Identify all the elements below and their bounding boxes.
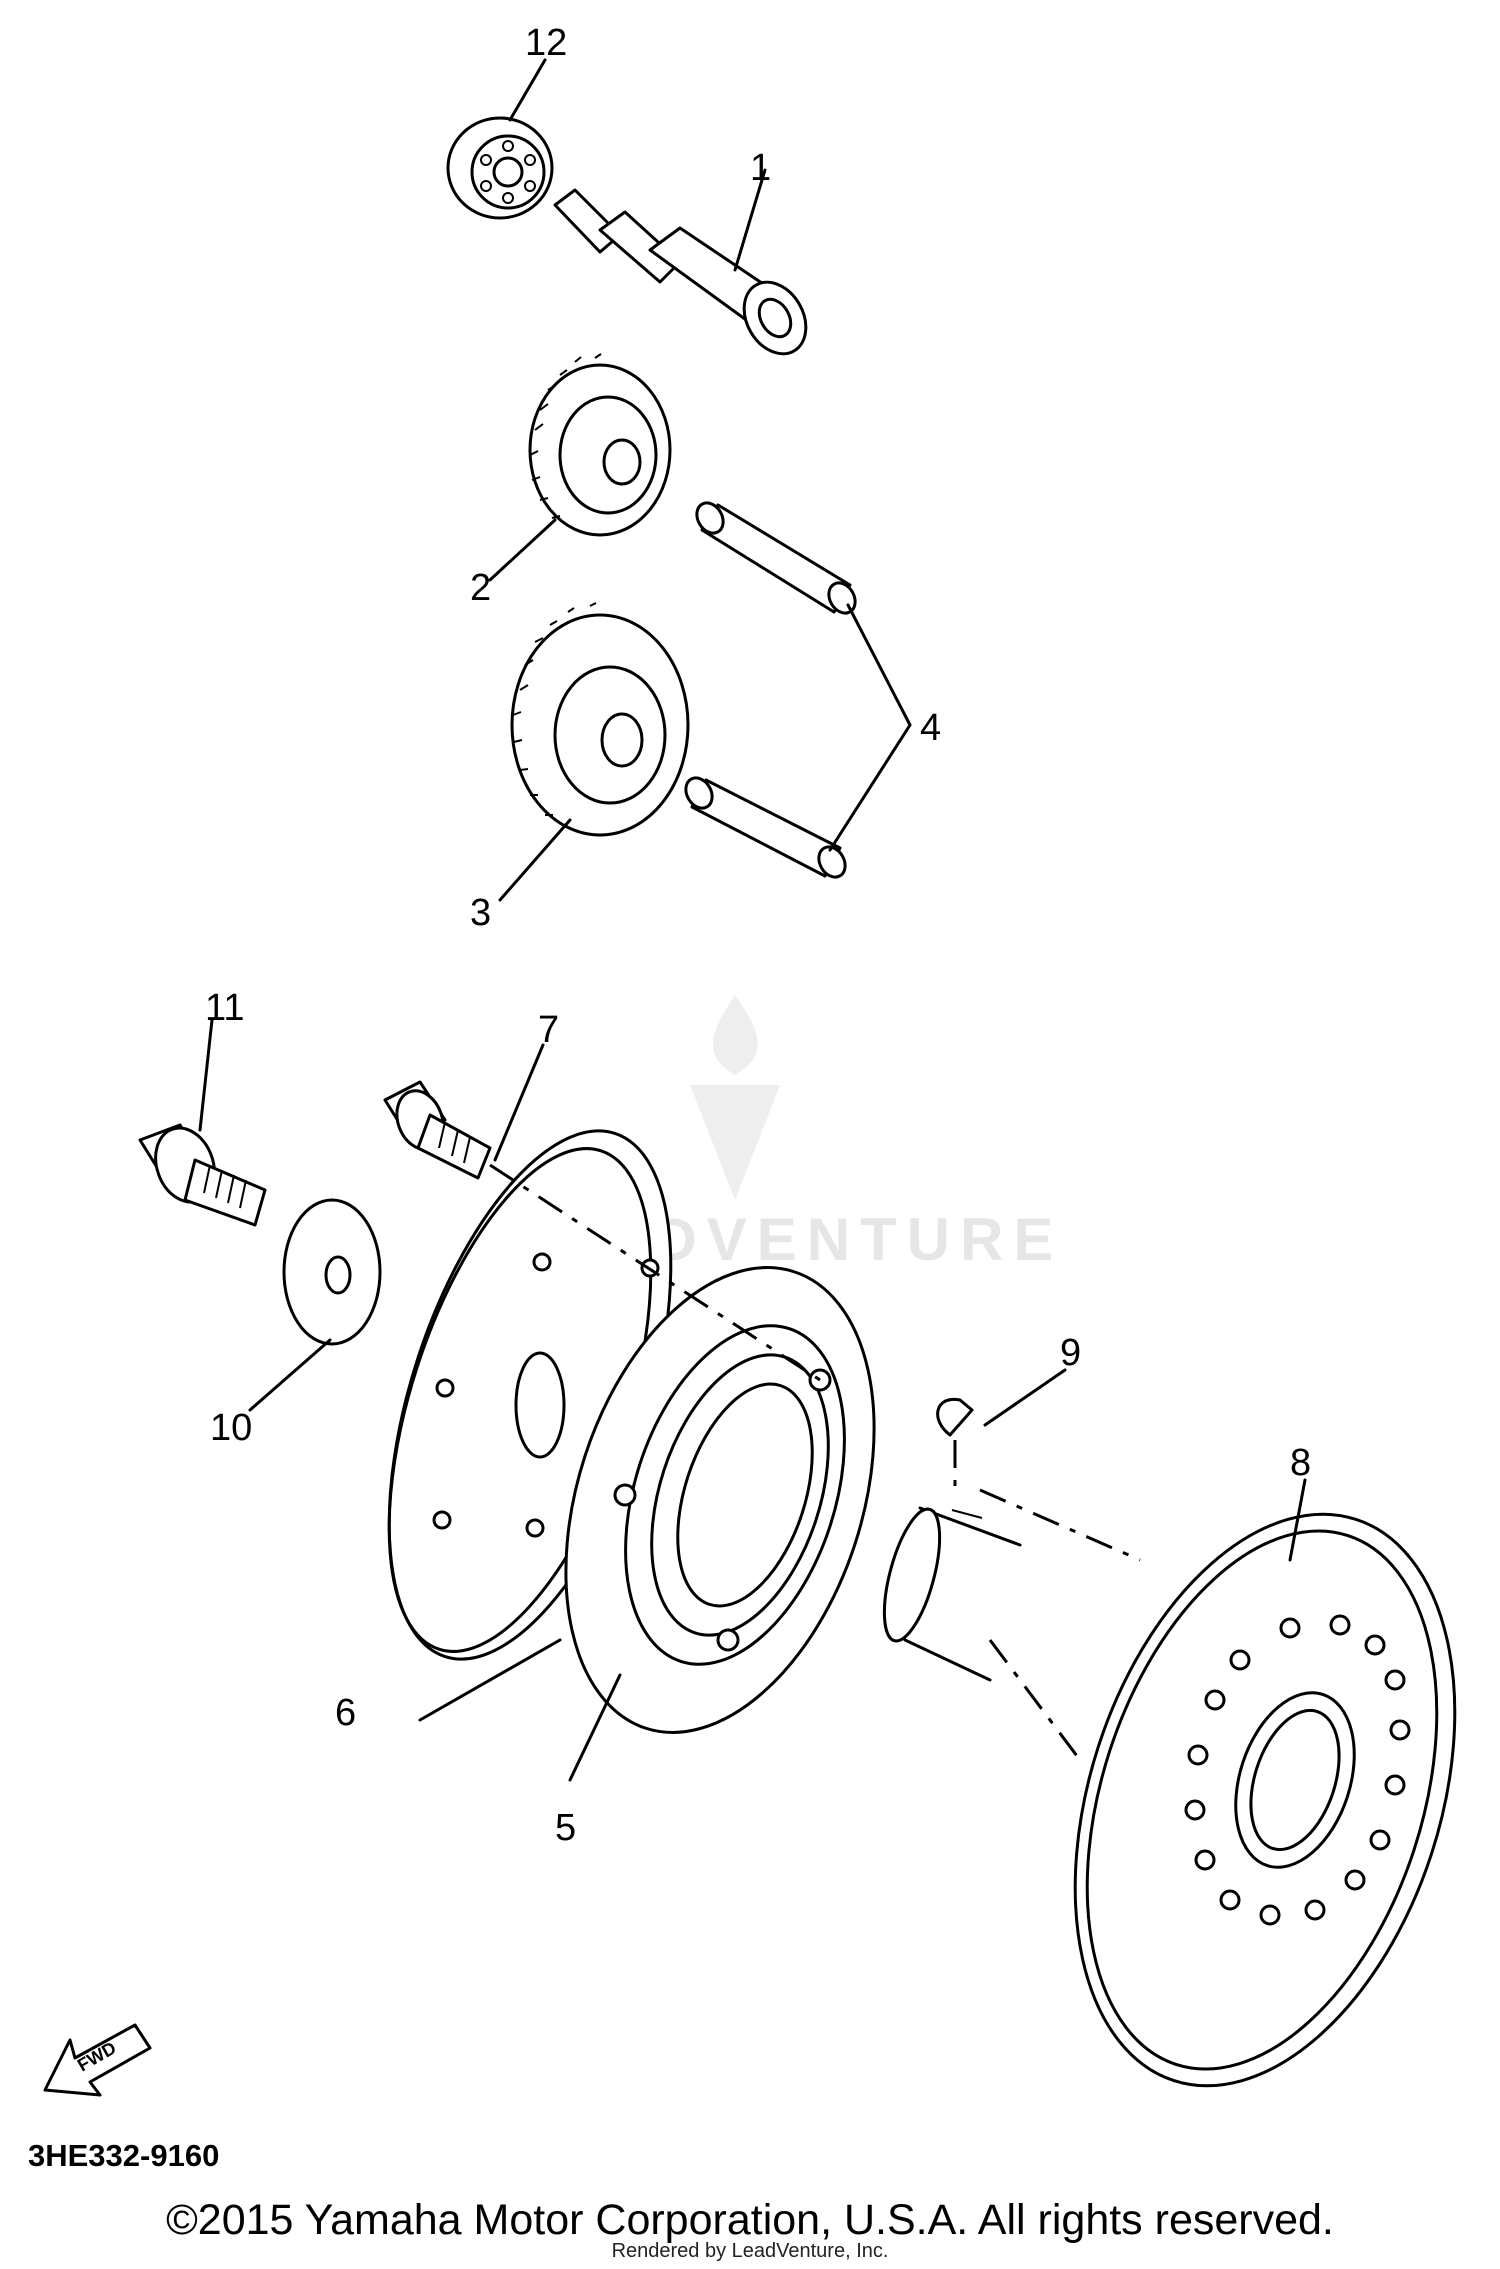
rendered-by-text: Rendered by LeadVenture, Inc. <box>611 2240 889 2262</box>
callout-11: 11 <box>205 987 244 1029</box>
part-1-shaft <box>553 188 808 356</box>
part-10-washer <box>282 1198 382 1346</box>
part-9-key <box>936 1397 974 1437</box>
callout-5: 5 <box>555 1807 576 1849</box>
callout-9: 9 <box>1060 1332 1081 1374</box>
callout-10: 10 <box>210 1407 252 1449</box>
crankshaft-end <box>882 1506 1022 1682</box>
callout-1: 1 <box>750 147 771 189</box>
assembly-centerlines <box>489 1163 1141 1761</box>
fwd-arrow-icon: FWD <box>43 2023 152 2097</box>
part-8-gear <box>1073 1512 1457 2088</box>
callout-2: 2 <box>470 567 491 609</box>
part-3-gear <box>510 602 690 837</box>
copyright-text: ©2015 Yamaha Motor Corporation, U.S.A. A… <box>166 2196 1334 2244</box>
watermark-logo-icon <box>690 995 780 1200</box>
diagram-code: 3HE332-9160 <box>28 2138 220 2173</box>
callout-6: 6 <box>335 1692 356 1734</box>
part-12-bearing <box>446 116 554 220</box>
part-7-bolt <box>383 1080 492 1180</box>
callout-3: 3 <box>470 892 491 934</box>
callout-12: 12 <box>525 22 567 64</box>
part-2-gear <box>528 353 672 537</box>
callout-4: 4 <box>920 707 941 749</box>
callout-8: 8 <box>1290 1442 1311 1484</box>
part-11-bolt <box>138 1123 267 1227</box>
watermark-text: ADVENTURE <box>600 1206 1064 1273</box>
callout-7: 7 <box>538 1009 559 1051</box>
leader-lines <box>198 58 1307 1782</box>
part-4-pins <box>684 501 857 879</box>
